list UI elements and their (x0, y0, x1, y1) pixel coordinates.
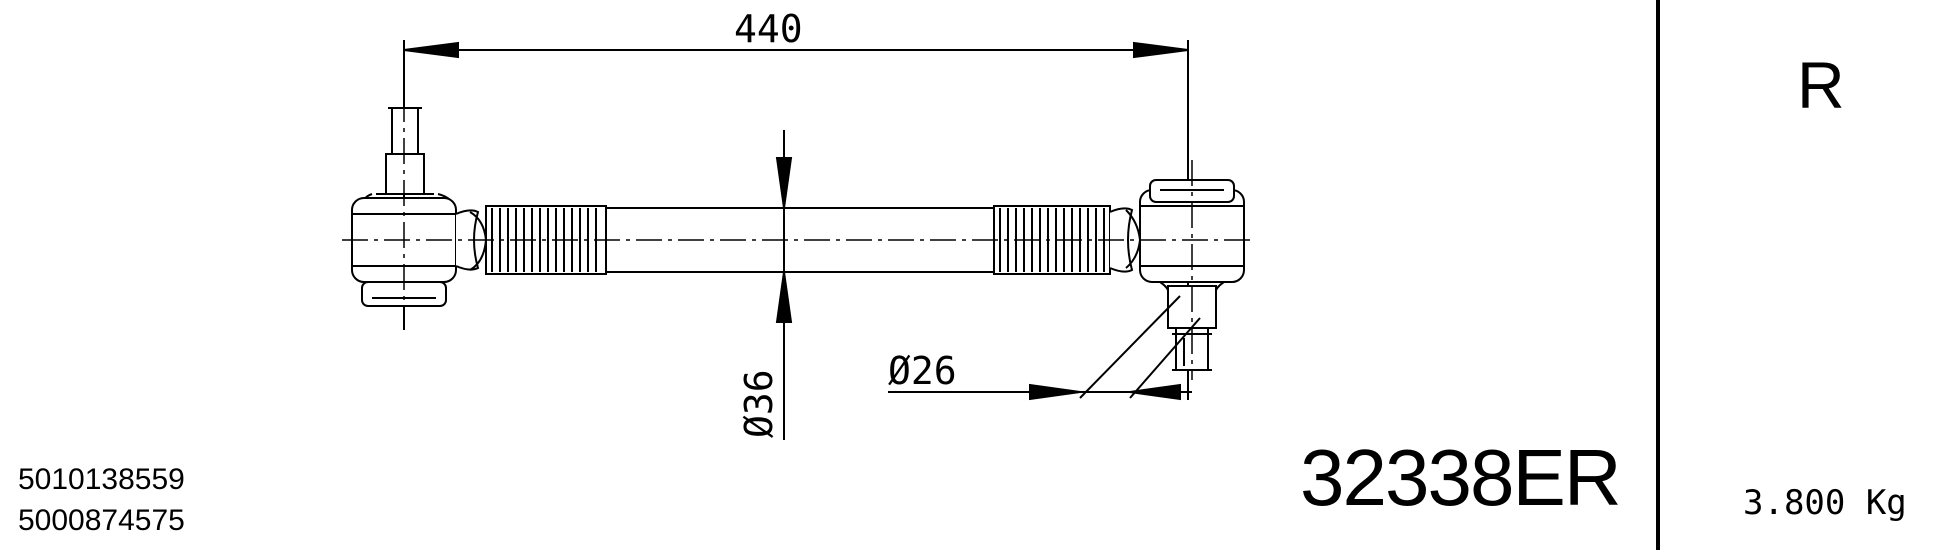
part-number: 32338ER (1300, 433, 1622, 522)
arrow-right (1133, 41, 1189, 59)
side-indicator: R (1797, 48, 1845, 122)
weight-value: 3.800 Kg (1743, 483, 1907, 523)
oem-number-2: 5000874575 (18, 504, 185, 537)
arrow-tube-bottom (775, 271, 793, 323)
arrow-pin-left (1029, 383, 1081, 401)
arrow-tube-top (775, 157, 793, 209)
pin-extension-2 (1129, 317, 1201, 399)
tube-diameter-label: Ø36 (737, 369, 781, 438)
arrow-pin-right (1129, 383, 1181, 401)
left-thread-ribs (491, 208, 597, 272)
right-eye (1109, 179, 1245, 283)
right-threaded-sleeve (993, 205, 1111, 275)
oem-number-1: 5010138559 (18, 463, 185, 496)
left-eye (351, 197, 488, 307)
pin-diameter-label: Ø26 (888, 349, 957, 393)
arrow-left (403, 41, 459, 59)
left-pin (363, 107, 451, 201)
vertical-divider (1656, 0, 1660, 550)
length-dimension-label: 440 (734, 7, 803, 51)
pin-extension-1 (1079, 295, 1181, 399)
right-thread-ribs (999, 208, 1105, 272)
